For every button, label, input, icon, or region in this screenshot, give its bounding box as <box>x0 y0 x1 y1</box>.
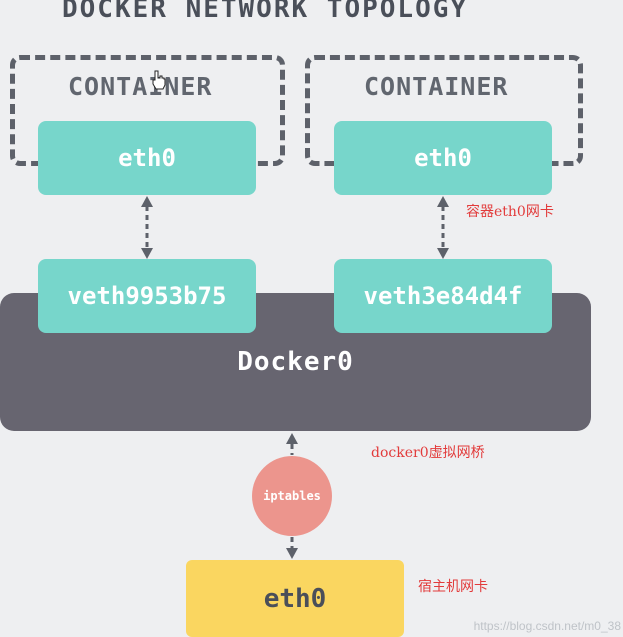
arrowhead-2-up <box>437 196 449 207</box>
container-2-eth0: eth0 <box>334 121 552 195</box>
iptables-node: iptables <box>252 456 332 536</box>
docker0-label: Docker0 <box>237 347 354 377</box>
arrowhead-2-down <box>437 248 449 259</box>
arrowhead-1-down <box>141 248 153 259</box>
diagram-title: DOCKER NETWORK TOPOLOGY <box>62 0 469 24</box>
arrowhead-1-up <box>141 196 153 207</box>
annotation-docker0-bridge: docker0虚拟网桥 <box>371 445 485 461</box>
annotation-container-nic: 容器eth0网卡 <box>466 204 554 220</box>
watermark-url: https://blog.csdn.net/m0_38 <box>473 619 621 633</box>
container-2-label: CONTAINER <box>364 72 509 101</box>
hand-cursor-icon <box>152 70 166 90</box>
veth-1: veth9953b75 <box>38 259 256 333</box>
annotation-host-nic: 宿主机网卡 <box>418 579 488 595</box>
veth-2: veth3e84d4f <box>334 259 552 333</box>
arrowhead-bridge-up <box>286 433 298 444</box>
arrowhead-host-down <box>286 548 298 559</box>
container-1-label: CONTAINER <box>68 72 213 101</box>
container-1-eth0: eth0 <box>38 121 256 195</box>
host-eth0: eth0 <box>186 560 404 637</box>
